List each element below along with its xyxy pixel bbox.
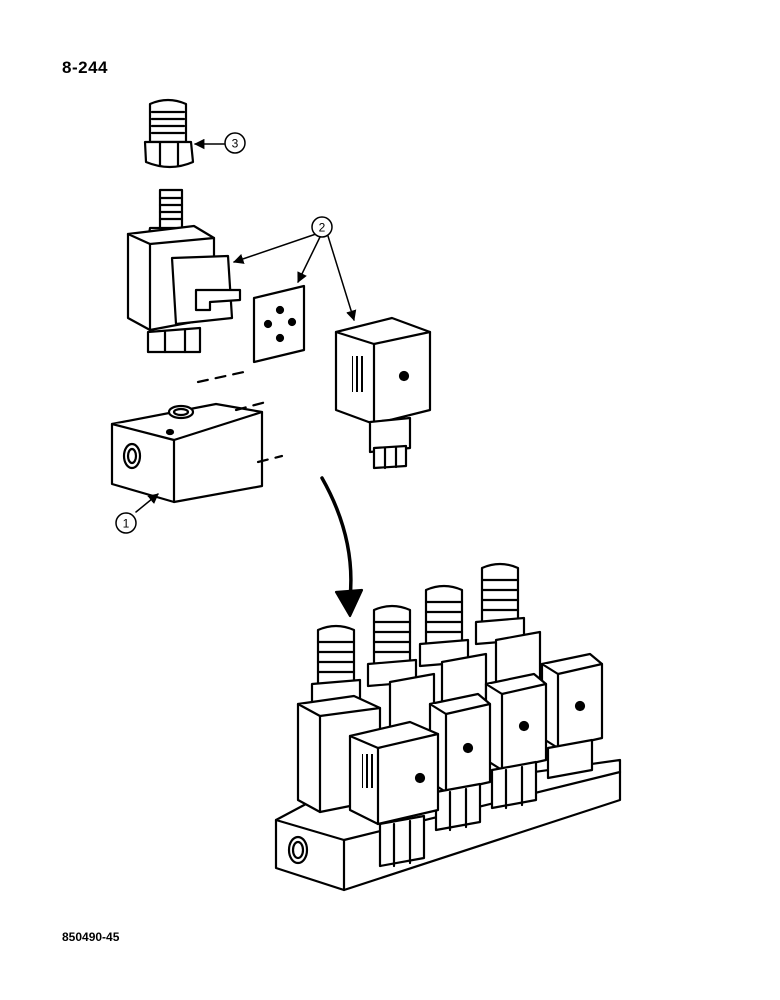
solenoid-valve-part bbox=[126, 188, 242, 354]
figure-id: 850490-45 bbox=[62, 930, 120, 944]
callout-2 bbox=[311, 216, 333, 238]
callout-3 bbox=[224, 132, 246, 154]
coil-connector-part bbox=[334, 316, 432, 470]
callout-3-label: 3 bbox=[232, 137, 239, 151]
callout-2-label: 2 bbox=[319, 221, 326, 235]
callout-1 bbox=[115, 512, 137, 534]
callout-1-label: 1 bbox=[123, 517, 130, 531]
page-number: 8-244 bbox=[62, 58, 108, 77]
assembled-manifold bbox=[274, 562, 622, 892]
assembly-arrow bbox=[320, 476, 353, 600]
fitting-part bbox=[143, 98, 195, 169]
gasket-part bbox=[252, 284, 306, 364]
manifold-block-part bbox=[110, 370, 284, 504]
